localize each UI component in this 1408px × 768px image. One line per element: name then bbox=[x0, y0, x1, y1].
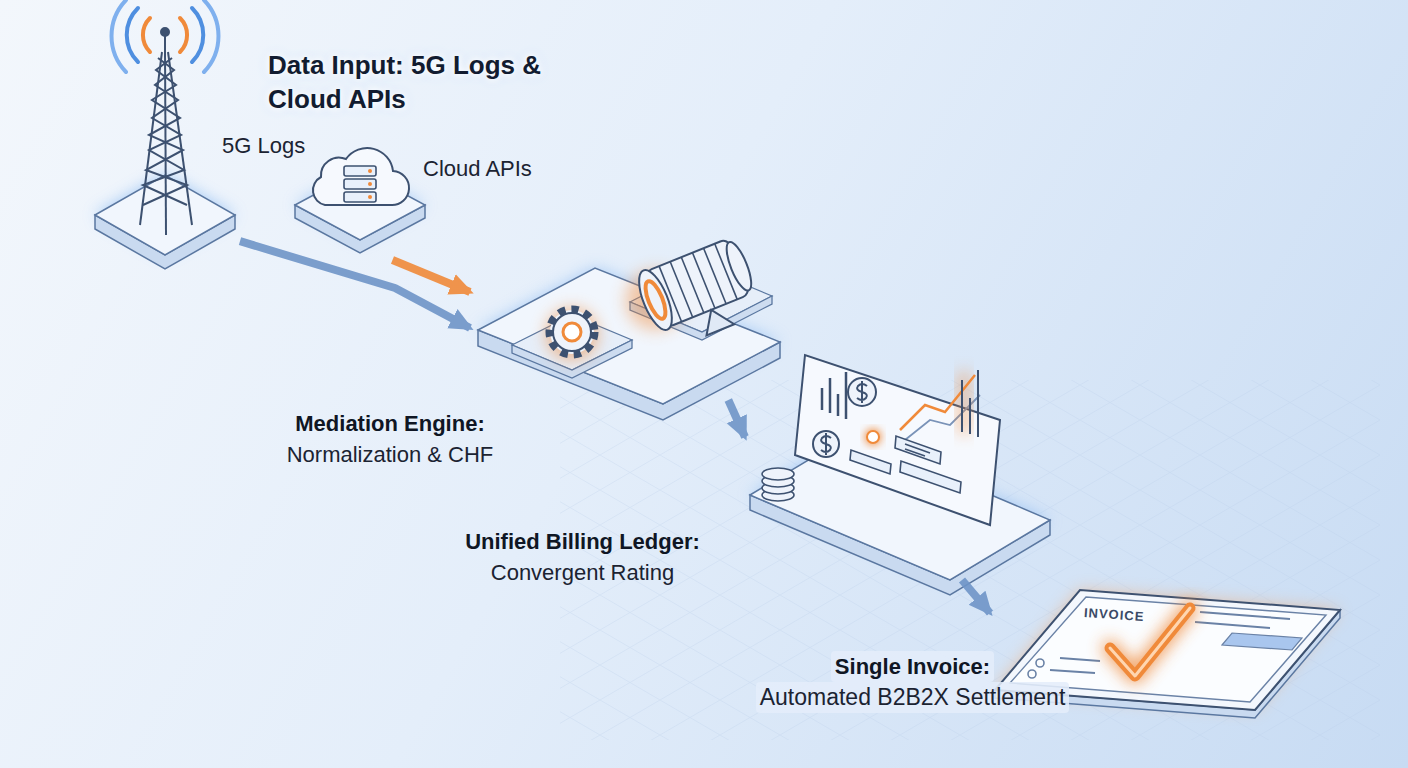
text-run: Cloud APIs bbox=[423, 156, 532, 181]
label-block: Cloud APIs bbox=[423, 153, 563, 184]
text-run: Automated B2B2X Settlement bbox=[756, 682, 1070, 713]
label-block: Unified Billing Ledger: Convergent Rating bbox=[440, 526, 725, 588]
node-text: Convergent Rating bbox=[440, 557, 725, 588]
text-run: Normalization & CHF bbox=[287, 442, 494, 467]
ledger-illustration bbox=[750, 355, 1050, 595]
invoice-node: Single Invoice:Automated B2B2X Settlemen… bbox=[990, 585, 1340, 725]
text-run: Convergent Rating bbox=[491, 560, 674, 585]
mediation-node: Mediation Engine:Normalization & CHF bbox=[470, 220, 785, 400]
node-heading: Unified Billing Ledger: bbox=[440, 526, 725, 557]
flow-arrow bbox=[728, 400, 745, 437]
label-block: 5G Logs bbox=[222, 130, 352, 161]
node-text: 5G Logs bbox=[222, 130, 352, 161]
mediation-illustration bbox=[478, 234, 780, 420]
ledger-node: Unified Billing Ledger:Convergent Rating bbox=[745, 360, 1055, 580]
label-block: Mediation Engine: Normalization & CHF bbox=[270, 408, 510, 470]
invoice-heading: INVOICE bbox=[1084, 605, 1145, 624]
text-run: Mediation Engine: bbox=[295, 411, 484, 436]
text-run: Unified Billing Ledger: bbox=[465, 529, 700, 554]
text-run: Single Invoice: bbox=[831, 651, 994, 682]
label-block: Single Invoice:Automated B2B2X Settlemen… bbox=[700, 651, 1125, 713]
node-text: Normalization & CHF bbox=[270, 439, 510, 470]
cloud-illustration bbox=[295, 148, 425, 253]
cloud-node: Cloud APIs bbox=[295, 135, 425, 260]
node-heading: Mediation Engine: bbox=[270, 408, 510, 439]
flow-arrow bbox=[393, 260, 471, 292]
diagram-title: Data Input: 5G Logs & Cloud APIs bbox=[268, 48, 608, 116]
tower-node: 5G Logs bbox=[90, 30, 240, 270]
text-run: 5G Logs bbox=[222, 133, 305, 158]
node-text: Cloud APIs bbox=[423, 153, 563, 184]
flow-arrow bbox=[962, 580, 990, 613]
floor-grid bbox=[560, 380, 1380, 740]
tower-illustration bbox=[95, 0, 235, 269]
flow-arrow bbox=[240, 241, 470, 328]
node-text: Automated B2B2X Settlement bbox=[700, 682, 1125, 713]
node-heading: Single Invoice: bbox=[700, 651, 1125, 682]
